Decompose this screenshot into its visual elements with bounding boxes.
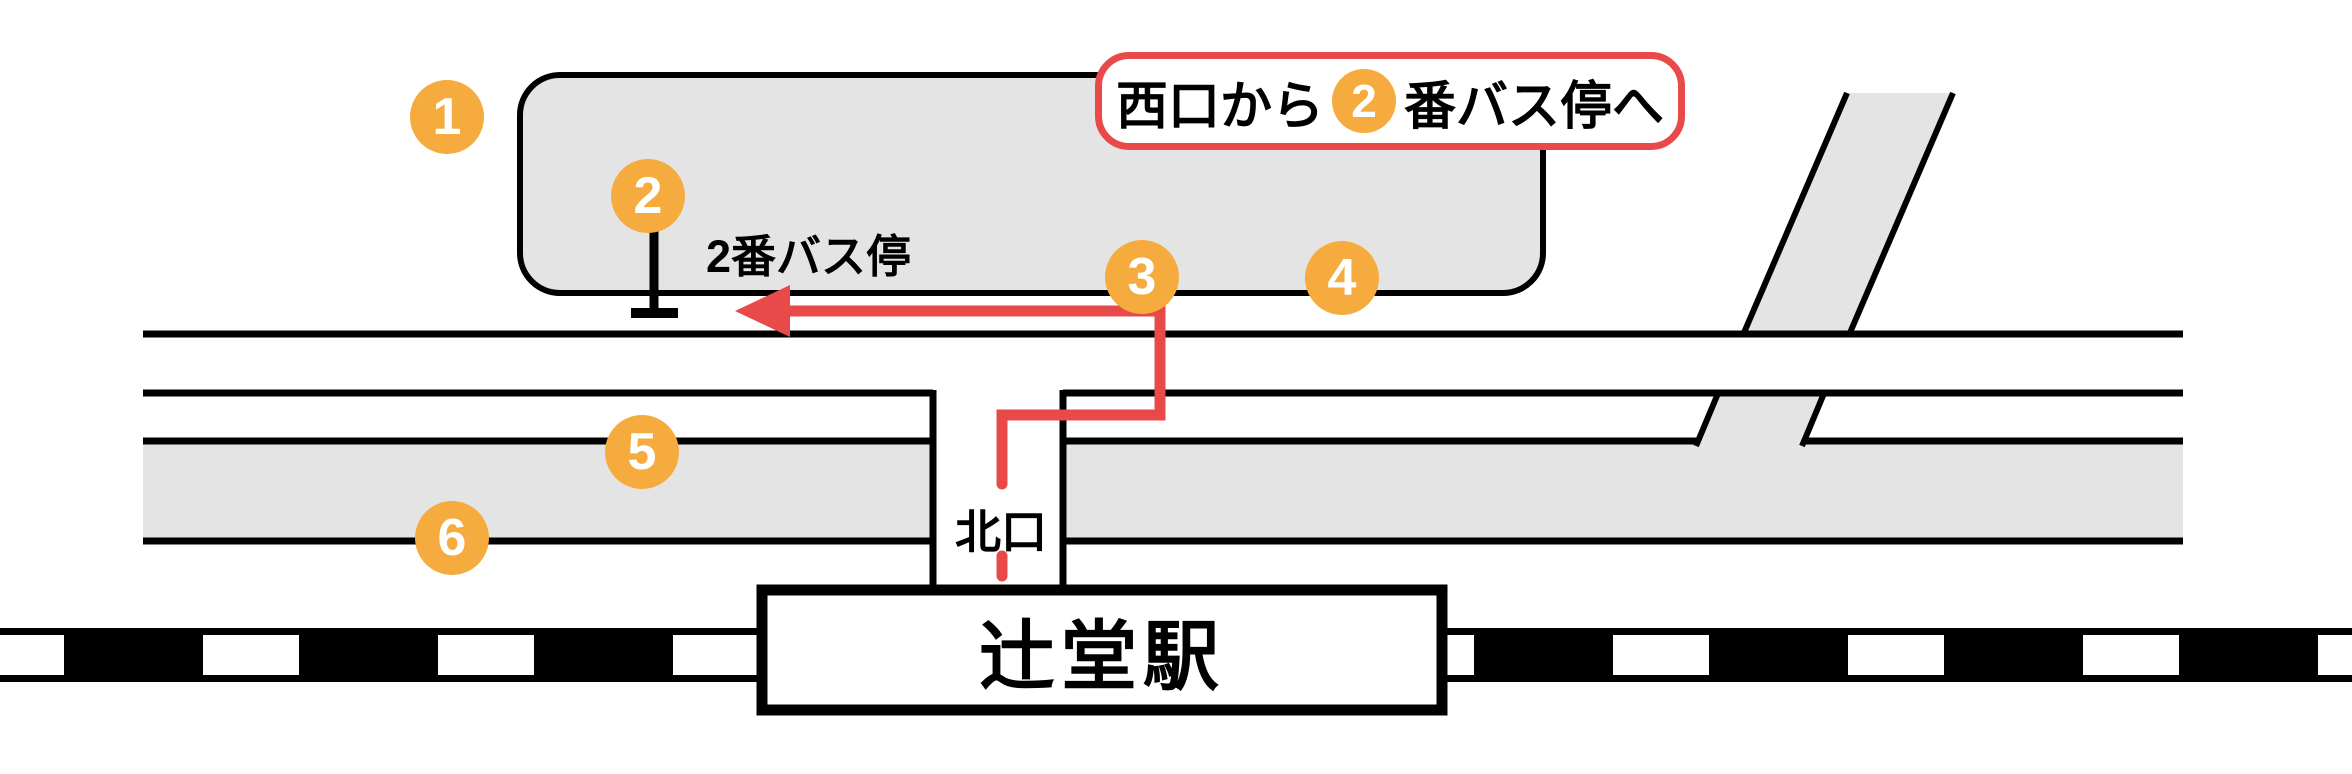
title-prefix: 西口から <box>1115 77 1324 136</box>
title-suffix: 番バス停へ <box>1404 77 1665 136</box>
diagonal-road-upper-right-edge <box>1846 91 1956 337</box>
bus-stop-label: 2番バス停 <box>706 231 912 282</box>
gray-road-band-left <box>143 441 933 541</box>
bus-bay-marker-3: 3 <box>1105 240 1179 314</box>
bus-bay-marker-2: 2 <box>611 159 685 233</box>
bus-bay-marker-6: 6 <box>415 501 489 575</box>
marker-number: 4 <box>1327 249 1357 307</box>
station-box <box>756 584 1448 716</box>
north-exit-label: 北口 <box>955 506 1047 558</box>
diagonal-road-upper-left-edge <box>1740 91 1850 337</box>
marker-number: 2 <box>633 167 663 225</box>
bus-bay-marker-1: 1 <box>410 80 484 154</box>
marker-number: 1 <box>432 88 462 146</box>
marker-number: 5 <box>627 423 657 481</box>
diagonal-road-lower-left-edge <box>1693 389 1722 448</box>
bus-bay-marker-4: 4 <box>1305 241 1379 315</box>
diagonal-road-upper <box>1743 93 1953 335</box>
badge-number: 2 <box>1351 75 1377 127</box>
diagonal-road-lower <box>1696 391 1825 446</box>
station-name-label: 辻堂駅 <box>979 615 1225 700</box>
walking-route-line <box>782 305 1166 490</box>
title-bus-bay-badge: 2 <box>1332 69 1396 133</box>
marker-number: 3 <box>1127 248 1157 306</box>
bus-bay-marker-5: 5 <box>605 415 679 489</box>
title-banner: 西口から 2 番バス停へ <box>1095 52 1685 150</box>
gray-road-band-right <box>1063 441 2183 541</box>
marker-number: 6 <box>437 509 467 567</box>
walking-route-arrowhead <box>735 285 790 337</box>
diagonal-road-lower-right-edge <box>1799 389 1828 448</box>
